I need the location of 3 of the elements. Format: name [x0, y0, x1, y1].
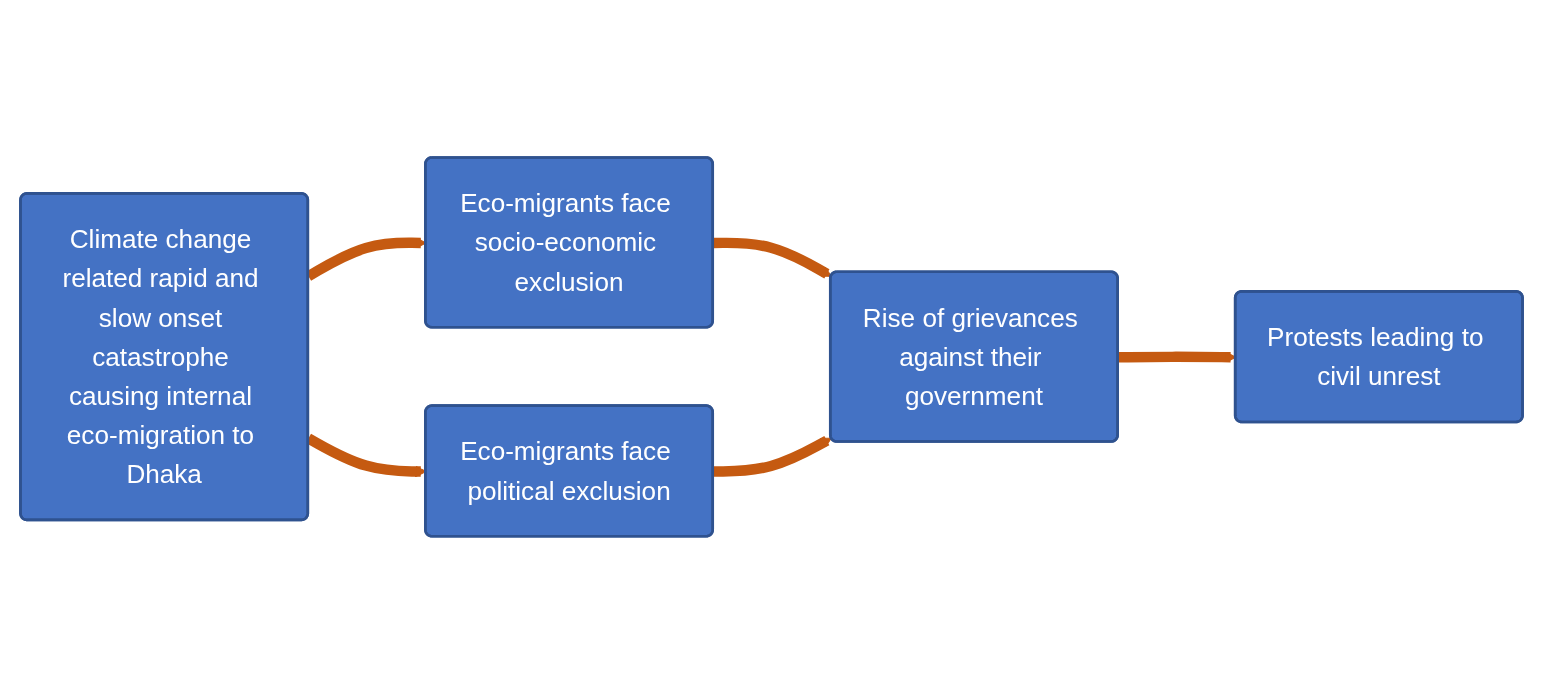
arrow	[713, 435, 832, 477]
arrow	[713, 237, 832, 279]
flowchart-diagram: Climate change related rapid and slow onset catastrophe causing internal eco-migration to Dhaka Eco-migrants face socio-economic exclusion Eco-migrants face political exclusion Rise of grievances against their government Protests leading to civil unrest	[10, 146, 1533, 547]
